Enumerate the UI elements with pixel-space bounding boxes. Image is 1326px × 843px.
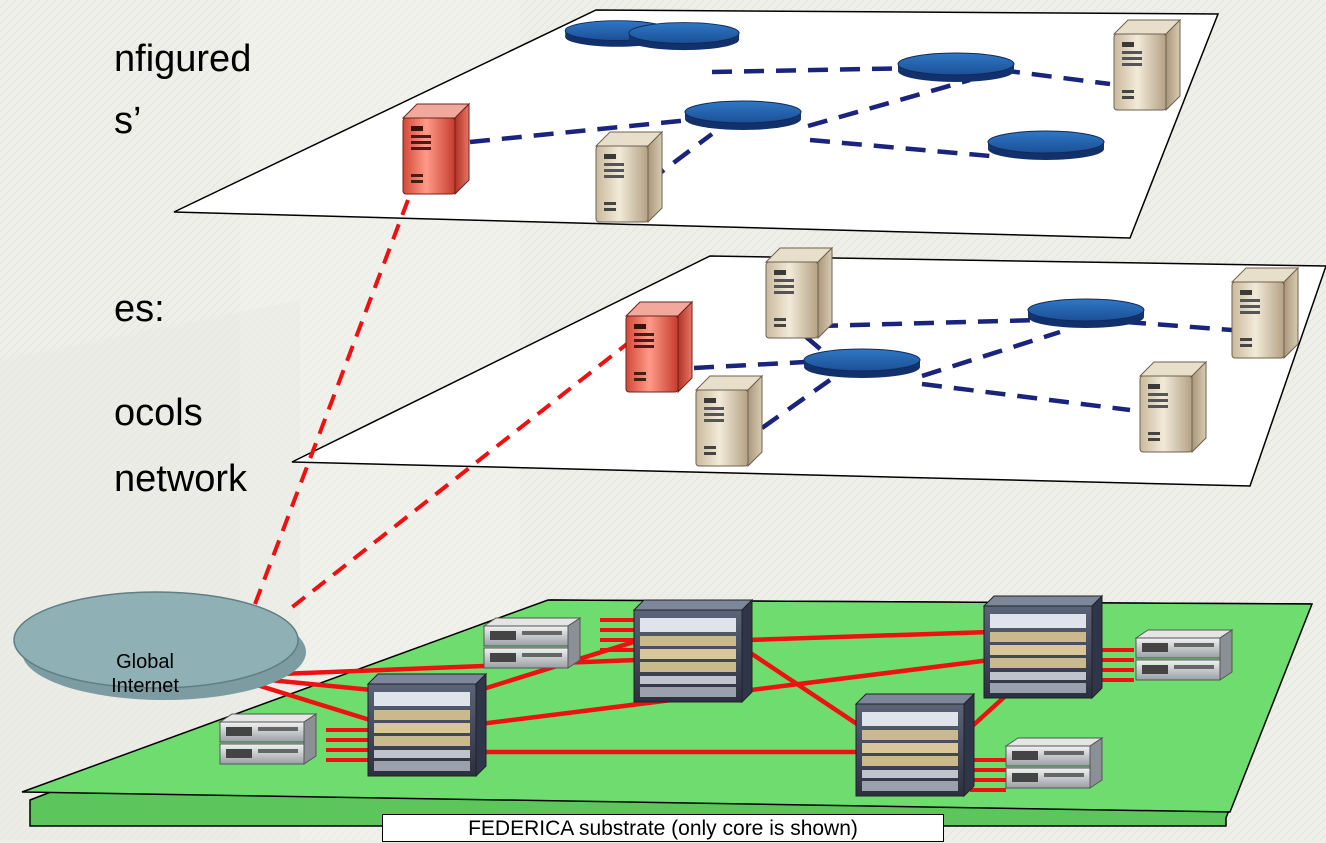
virtual-link [711,65,921,75]
virtual-link [921,329,1061,379]
highlighted-server-icon [402,103,470,195]
internet-link-top [250,199,410,613]
virtual-router-icon [684,100,802,131]
text-fragment-3-highlight: es [114,288,155,330]
virtual-link [817,317,1041,329]
cloud-icon [13,591,306,700]
virtual-link [803,334,835,362]
edge-switch-icon [483,617,581,669]
virtual-link [760,378,832,430]
text-fragment-5: network [114,458,248,500]
server-icon [1231,267,1299,359]
edge-switch-icon [1005,737,1103,789]
text-fragment-3-colon: : [154,288,165,330]
core-router-icon [983,595,1103,699]
edge-switch-icon [219,713,317,765]
background-panel [0,300,300,840]
global-internet-label-line1: Global [116,651,174,673]
core-link [747,629,991,643]
virtual-links-middle [693,317,1233,430]
highlighted-server-icon [625,301,693,393]
edge-connectors [326,618,1134,792]
server-icon [695,375,763,467]
edge-switch-icon [1135,629,1233,681]
core-router-icon [367,673,487,777]
text-fragment-1: nfigured [114,38,252,80]
server-icon [595,131,663,223]
internet-links [250,199,634,614]
virtual-router-icon [1027,298,1145,329]
virtual-link [807,77,971,129]
text-fragment-2: s’ [114,100,142,142]
virtual-link [999,67,1111,87]
substrate-caption: FEDERICA substrate (only core is shown) [382,814,944,842]
text-fragment-3: es: [114,290,165,328]
internet-link-middle [284,338,634,614]
core-router-icon [855,693,975,797]
server-icon [1113,19,1181,111]
virtual-link [693,359,806,371]
text-fragment-4: ocols [114,392,203,434]
virtual-router-icon [628,22,740,51]
virtual-router-icon [803,348,921,379]
server-icon [765,247,833,339]
server-icon [1139,361,1207,453]
virtual-router-icon [987,130,1105,161]
global-internet-label-line2: Internet [111,675,179,697]
virtual-link [469,117,691,145]
virtual-link [1125,319,1233,333]
virtual-link [921,381,1131,413]
virtual-router-icon [897,52,1015,83]
global-internet-label: Global Internet [70,650,220,698]
core-link [744,648,862,728]
core-router-icon [633,599,753,703]
